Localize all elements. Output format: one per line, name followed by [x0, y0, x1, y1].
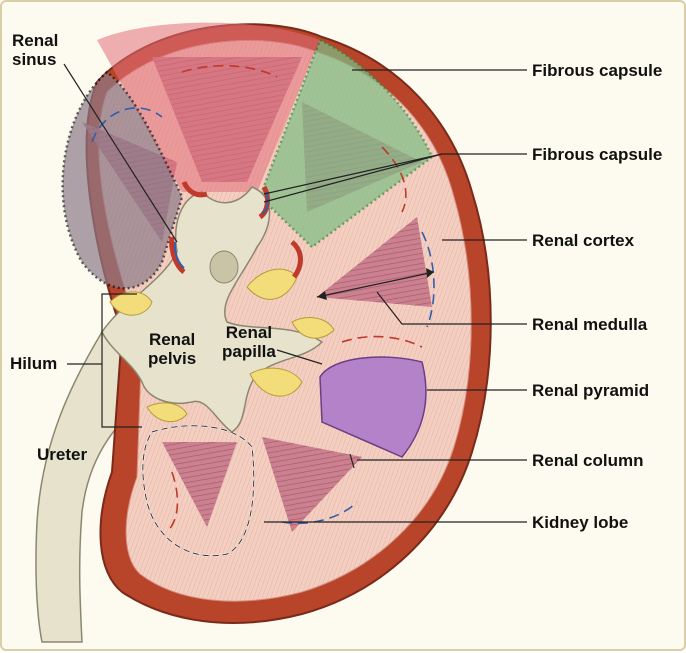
label-renal-papilla-line1: Renal: [225, 323, 273, 342]
highlight-green-lobe: [258, 38, 434, 249]
leader-hilum-lower: [101, 364, 142, 428]
label-fibrous-capsule-1: Fibrous capsule: [532, 61, 663, 80]
label-hilum: Hilum: [10, 354, 58, 373]
label-ureter: Ureter: [37, 445, 88, 464]
renal-pelvis-region: [101, 186, 324, 433]
highlight-gray-lobe: [61, 70, 184, 290]
label-renal-papilla: Renal papilla: [222, 323, 276, 361]
leader-fibrous-capsule-2b: [263, 153, 443, 203]
vessel-2: [181, 180, 208, 198]
label-renal-medulla: Renal medulla: [532, 315, 648, 334]
pyramid-bottom-left: [162, 442, 237, 527]
vessel-1: [169, 236, 186, 275]
label-kidney-lobe: Kidney lobe: [532, 513, 629, 532]
label-renal-cortex: Renal cortex: [532, 231, 635, 250]
label-renal-sinus-line1: Renal: [12, 31, 59, 50]
leader-renal-medulla: [376, 291, 527, 325]
fat-deposit-5: [146, 402, 188, 423]
label-renal-pelvis-line2: pelvis: [148, 349, 197, 368]
fat-deposit-3: [249, 367, 303, 397]
vessel-4: [290, 240, 303, 279]
label-renal-column: Renal column: [532, 451, 644, 470]
leader-renal-papilla: [276, 349, 323, 365]
fat-deposit-4: [291, 317, 335, 339]
leader-renal-column-tick: [349, 453, 355, 469]
leader-renal-sinus: [63, 63, 178, 243]
label-fibrous-capsule-2: Fibrous capsule: [532, 145, 663, 164]
label-renal-pyramid: Renal pyramid: [532, 381, 650, 400]
label-renal-sinus-line2: sinus: [12, 50, 57, 69]
highlight-purple-pyramid: [319, 356, 427, 458]
pyramid-right-middle: [317, 217, 432, 307]
label-renal-papilla-line2: papilla: [222, 342, 276, 361]
pyramid-bottom-right: [262, 437, 362, 532]
leader-renal-medulla-arrow: [316, 271, 435, 298]
leader-lines: [63, 63, 527, 523]
label-renal-pelvis-line1: Renal: [148, 330, 196, 349]
label-renal-sinus: Renal sinus: [12, 31, 58, 69]
highlight-red-lobe: [97, 22, 320, 192]
leader-hilum: [67, 293, 137, 365]
sinus-hole: [209, 250, 239, 284]
label-renal-pelvis: Renal pelvis: [148, 330, 196, 368]
